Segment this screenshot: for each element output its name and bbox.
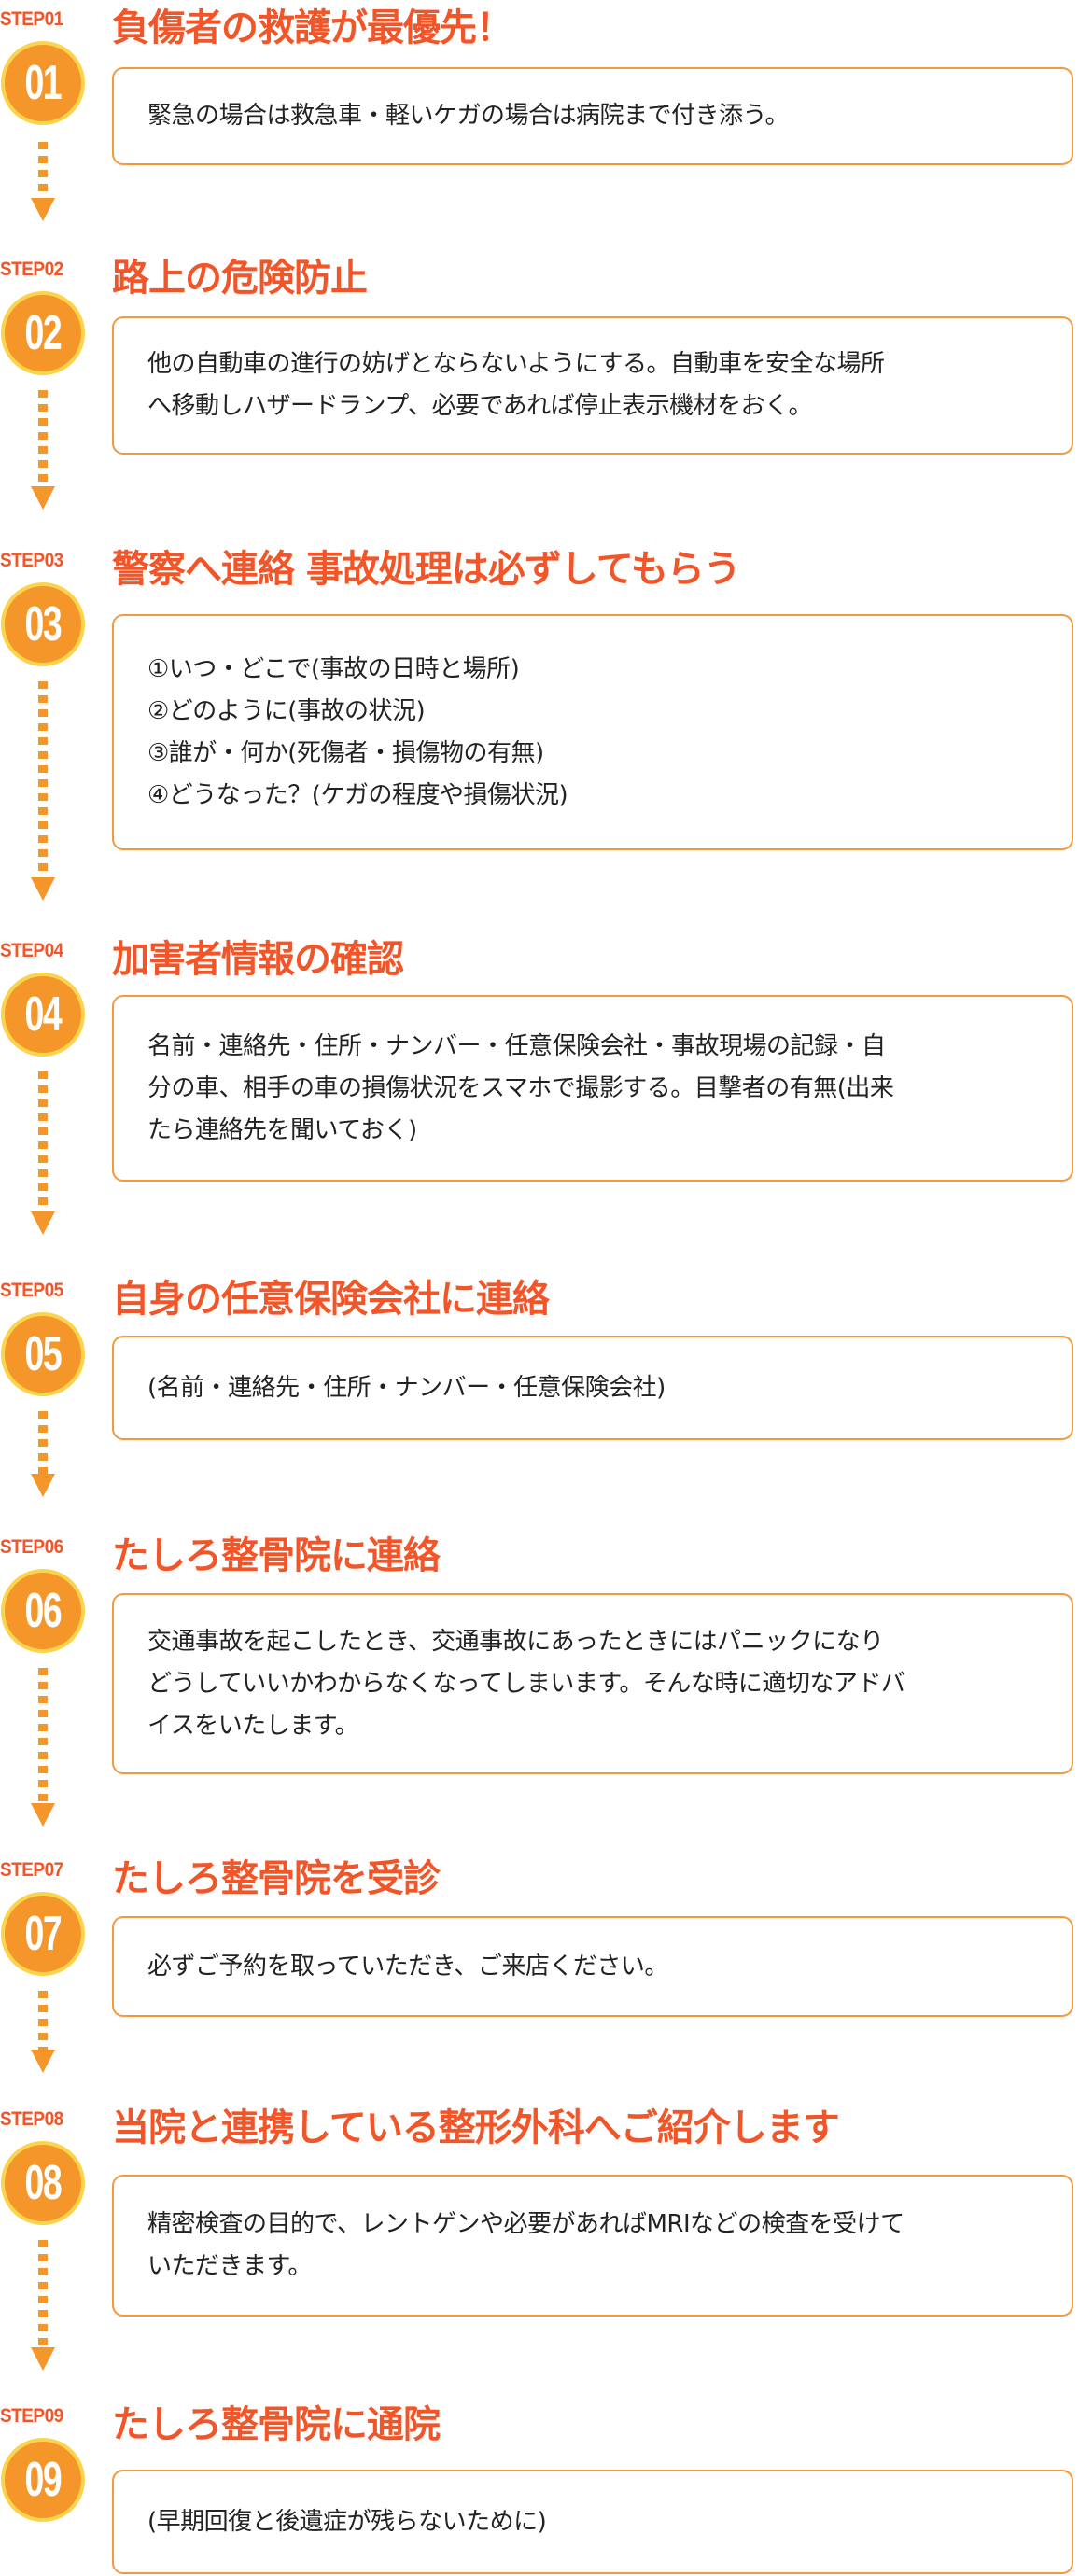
step-title: 警察へ連絡 事故処理は必ずしてもらう: [112, 548, 741, 591]
step-label: STEP03: [0, 550, 63, 571]
step-number-badge: 05: [1, 1312, 85, 1396]
description-line: ④どうなった？(ケガの程度や損傷状況): [147, 780, 568, 809]
step-title: 自身の任意保険会社に連絡: [112, 1278, 550, 1321]
step-number: 04: [24, 987, 63, 1042]
step-title: たしろ整骨院に通院: [112, 2403, 441, 2446]
step-description-box: 交通事故を起こしたとき、交通事故にあったときにはパニックになり どうしていいかわ…: [112, 1593, 1073, 1774]
step-description: 精密検査の目的で、レントゲンや必要があればMRIなどの検査を受けて いただきます…: [147, 2204, 904, 2288]
step-number: 07: [24, 1907, 63, 1961]
step-number: 09: [24, 2453, 63, 2507]
step-label: STEP05: [0, 1280, 63, 1301]
description-line: 他の自動車の進行の妨げとならないようにする。自動車を安全な場所: [147, 350, 885, 378]
step-title: 路上の危険防止: [112, 257, 368, 300]
step-number-badge: 03: [1, 582, 85, 666]
step-number-badge: 08: [1, 2141, 85, 2225]
description-line: 精密検査の目的で、レントゲンや必要があればMRIなどの検査を受けて: [147, 2210, 904, 2238]
step-label: STEP04: [0, 940, 63, 961]
description-line: どうしていいかわからなくなってしまいます。そんな時に適切なアドバ: [147, 1669, 905, 1698]
step-description-box: 必ずご予約を取っていただき、ご来店ください。: [112, 1916, 1073, 2017]
step-title: 加害者情報の確認: [112, 938, 404, 981]
step-number: 02: [24, 306, 63, 360]
description-line: ②どのように(事故の状況): [147, 696, 426, 725]
step-description: ①いつ・どこで(事故の日時と場所) ②どのように(事故の状況) ③誰が・何か(死…: [147, 649, 568, 817]
step-number-badge: 04: [1, 973, 85, 1057]
step-description-box: (早期回復と後遺症が残らないために): [112, 2470, 1073, 2574]
description-line: イスをいたします。: [147, 1711, 359, 1740]
arrow-down-icon: [31, 1071, 55, 1235]
step-description-box: 緊急の場合は救急車・軽いケガの場合は病院まで付き添う。: [112, 67, 1073, 165]
description-line: へ移動しハザードランプ、必要であれば停止表示機材をおく。: [147, 392, 813, 420]
step-number-badge: 07: [1, 1892, 85, 1976]
arrow-down-icon: [31, 1411, 55, 1497]
step-number: 08: [24, 2156, 63, 2210]
step-description: 緊急の場合は救急車・軽いケガの場合は病院まで付き添う。: [147, 95, 789, 137]
description-line: ①いつ・どこで(事故の日時と場所): [147, 654, 520, 683]
arrow-down-icon: [31, 1991, 55, 2073]
step-number-badge: 01: [1, 41, 85, 125]
step-number: 05: [24, 1327, 63, 1381]
step-title: たしろ整骨院に連絡: [112, 1534, 441, 1577]
step-number: 01: [24, 56, 63, 110]
step-title: 負傷者の救護が最優先！: [112, 7, 513, 49]
description-line: (名前・連絡先・住所・ナンバー・任意保険会社): [147, 1373, 666, 1402]
step-description-box: 精密検査の目的で、レントゲンや必要があればMRIなどの検査を受けて いただきます…: [112, 2175, 1073, 2317]
step-description: 必ずご予約を取っていただき、ご来店ください。: [147, 1946, 668, 1988]
step-label: STEP01: [0, 8, 63, 30]
step-number: 03: [24, 597, 63, 651]
step-description-box: (名前・連絡先・住所・ナンバー・任意保険会社): [112, 1336, 1073, 1440]
description-line: いただきます。: [147, 2252, 312, 2280]
step-description-box: ①いつ・どこで(事故の日時と場所) ②どのように(事故の状況) ③誰が・何か(死…: [112, 614, 1073, 850]
description-line: 名前・連絡先・住所・ナンバー・任意保険会社・事故現場の記録・自: [147, 1031, 886, 1060]
step-label: STEP06: [0, 1536, 63, 1558]
description-line: 分の車、相手の車の損傷状況をスマホで撮影する。目撃者の有無(出来: [147, 1073, 894, 1102]
step-number-badge: 06: [1, 1569, 85, 1653]
arrow-down-icon: [31, 2240, 55, 2371]
description-line: 必ずご予約を取っていただき、ご来店ください。: [147, 1952, 668, 1981]
arrow-down-icon: [31, 390, 55, 510]
description-line: (早期回復と後遺症が残らないために): [147, 2507, 547, 2536]
step-title: たしろ整骨院を受診: [112, 1857, 441, 1900]
step-number-badge: 09: [1, 2438, 85, 2522]
step-number: 06: [24, 1584, 63, 1638]
step-description-box: 他の自動車の進行の妨げとならないようにする。自動車を安全な場所 へ移動しハザード…: [112, 316, 1073, 455]
description-line: たら連絡先を聞いておく): [147, 1115, 417, 1144]
arrow-down-icon: [31, 681, 55, 902]
step-number-badge: 02: [1, 291, 85, 375]
arrow-down-icon: [31, 142, 55, 221]
step-title: 当院と連携している整形外科へご紹介します: [112, 2107, 840, 2149]
step-description: 交通事故を起こしたとき、交通事故にあったときにはパニックになり どうしていいかわ…: [147, 1621, 905, 1747]
description-line: ③誰が・何か(死傷者・損傷物の有無): [147, 738, 544, 767]
step-description: (早期回復と後遺症が残らないために): [147, 2501, 547, 2543]
description-line: 交通事故を起こしたとき、交通事故にあったときにはパニックになり: [147, 1627, 884, 1656]
step-description: 名前・連絡先・住所・ナンバー・任意保険会社・事故現場の記録・自 分の車、相手の車…: [147, 1026, 894, 1152]
step-label: STEP07: [0, 1859, 63, 1881]
step-description: 他の自動車の進行の妨げとならないようにする。自動車を安全な場所 へ移動しハザード…: [147, 343, 885, 427]
description-line: 緊急の場合は救急車・軽いケガの場合は病院まで付き添う。: [147, 102, 789, 130]
step-description-box: 名前・連絡先・住所・ナンバー・任意保険会社・事故現場の記録・自 分の車、相手の車…: [112, 995, 1073, 1182]
step-label: STEP09: [0, 2405, 63, 2427]
step-label: STEP08: [0, 2108, 63, 2130]
step-description: (名前・連絡先・住所・ナンバー・任意保険会社): [147, 1367, 666, 1409]
step-label: STEP02: [0, 259, 63, 280]
arrow-down-icon: [31, 1668, 55, 1827]
